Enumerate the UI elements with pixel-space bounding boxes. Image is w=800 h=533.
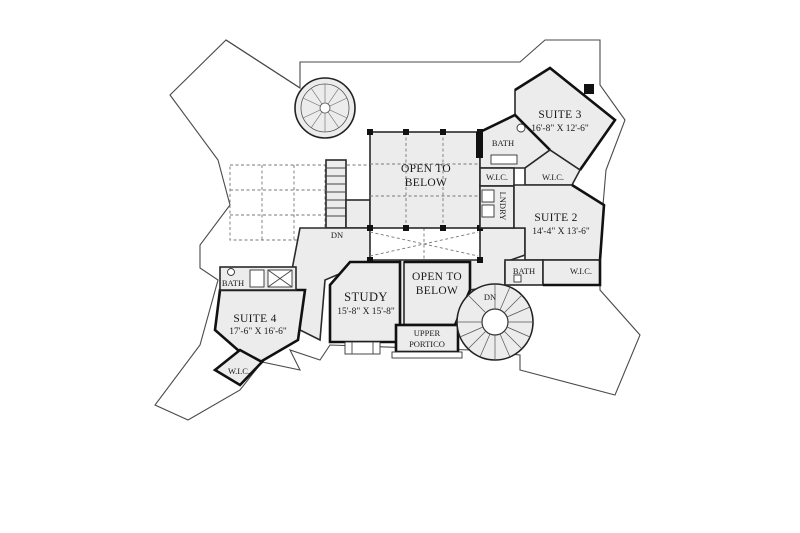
suite-3-name: SUITE 3 [538,109,581,121]
open-to-below-main [367,129,483,263]
suite-3-bath [476,113,552,169]
suite-4-bath-label: BATH [222,278,244,288]
main-stair [325,159,371,229]
suite-2-dims: 14'-4" X 13'-6" [532,227,590,237]
portico-line1: UPPER [414,328,441,338]
suite-3-wic-b-label: W.I.C. [542,172,564,182]
study-dims: 15'-8" X 15'-8" [337,307,395,317]
suite-3-dims: 16'-8" X 12'-6" [531,124,589,134]
study-room [328,260,402,355]
suite-3-wic-a-label: W.I.C. [486,172,508,182]
upper-portico [391,323,463,359]
study-name: STUDY [344,290,388,304]
suite-3-wic-b [524,149,582,186]
suite-2-wic [542,259,602,287]
open-to-below-small-line2: BELOW [416,285,458,297]
labels: SUITE 3 16'-8" X 12'-6" BATH W.I.C. W.I.… [222,109,592,376]
open-to-below-main-line1: OPEN TO [401,163,451,175]
suite-4-dims: 17'-6" X 16'-6" [229,327,287,337]
suite-3-bath-label: BATH [492,138,514,148]
suite-2-name: SUITE 2 [534,212,577,224]
suite-4-bath [219,266,297,291]
open-to-below-small-line1: OPEN TO [412,271,462,283]
suite-4-wic [212,348,265,387]
turret [294,77,356,139]
portico-line2: PORTICO [409,339,445,349]
suite-4-wic-label: W.I.C. [228,366,250,376]
open-to-below-main-line2: BELOW [405,177,447,189]
suite-2-wic-label: W.I.C. [570,266,592,276]
laundry-label: LNDRY [498,192,508,221]
suite-4-name: SUITE 4 [233,313,276,325]
suite-2-bath-label: BATH [513,266,535,276]
spiral-stair-down-label: DN [484,292,496,302]
stair-down-label: DN [331,230,343,240]
spiral-stair [456,283,534,361]
